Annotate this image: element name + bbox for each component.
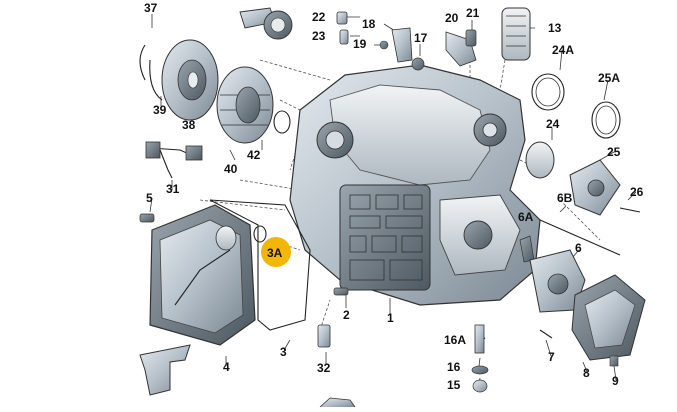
callout-19: 19	[353, 37, 367, 51]
bracket	[139, 344, 191, 396]
callout-9: 9	[612, 374, 619, 388]
callout-26: 26	[630, 185, 644, 199]
callout-16a: 16A	[444, 333, 467, 347]
bolts	[139, 213, 489, 393]
oil-pan	[149, 199, 311, 346]
cable-harness	[145, 141, 203, 179]
callout-1: 1	[387, 311, 394, 325]
callout-32: 32	[317, 361, 331, 375]
right-side-parts	[519, 73, 641, 313]
callout-15: 15	[447, 378, 461, 392]
callout-7: 7	[548, 350, 555, 364]
callout-25: 25	[607, 145, 621, 159]
callout-24a: 24A	[552, 43, 575, 57]
callout-42: 42	[247, 148, 261, 162]
callout-16: 16	[447, 360, 461, 374]
callout-39: 39	[153, 103, 167, 117]
callout-20: 20	[445, 11, 459, 25]
callout-38: 38	[182, 118, 196, 132]
callout-40: 40	[224, 162, 238, 176]
callout-2: 2	[343, 308, 350, 322]
callout-21: 21	[466, 6, 480, 20]
callout-37: 37	[144, 1, 158, 15]
clutch-assembly	[139, 7, 293, 144]
callout-6: 6	[575, 241, 582, 255]
callout-23: 23	[312, 29, 326, 43]
callout-25a: 25A	[598, 71, 621, 85]
transmission-housing	[289, 64, 541, 306]
small-fittings	[336, 7, 531, 71]
callout-6a: 6A	[518, 210, 534, 224]
callout-31: 31	[166, 182, 180, 196]
callout-3a: 3A	[267, 246, 283, 260]
callout-24: 24	[546, 117, 560, 131]
highlight-marker	[261, 237, 291, 267]
callout-3: 3	[280, 345, 287, 359]
partial-part	[319, 397, 356, 408]
side-cover	[539, 274, 646, 367]
callout-4: 4	[223, 360, 230, 374]
callout-22: 22	[312, 10, 326, 24]
callout-8: 8	[583, 366, 590, 380]
callout-13: 13	[548, 21, 562, 35]
callout-18: 18	[362, 17, 376, 31]
callout-6b: 6B	[557, 191, 573, 205]
callout-5: 5	[146, 191, 153, 205]
callout-17: 17	[414, 31, 428, 45]
